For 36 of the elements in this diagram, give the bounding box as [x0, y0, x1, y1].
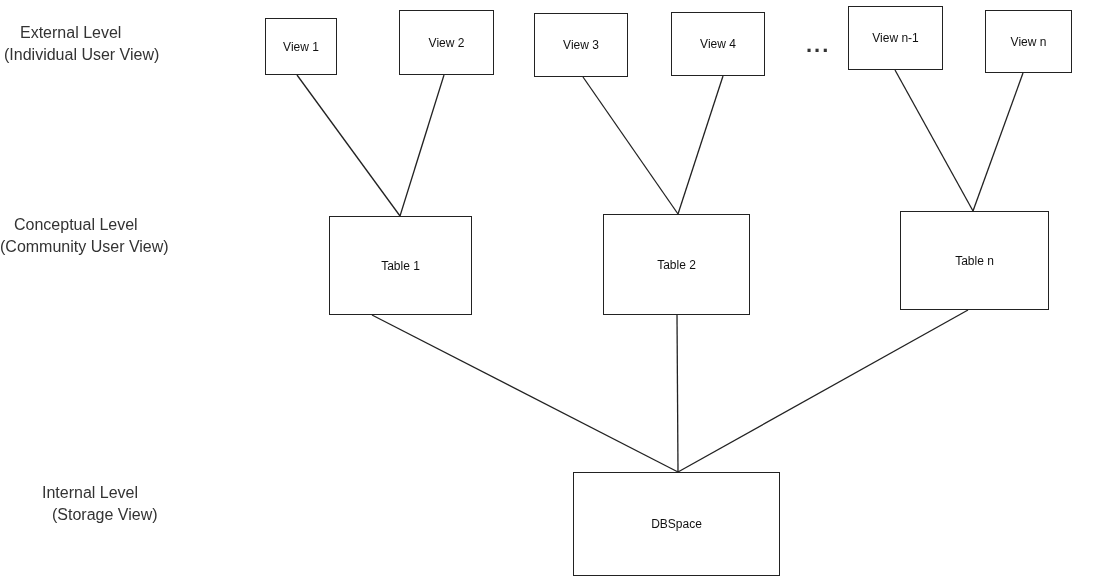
level-label: Internal Level: [42, 484, 139, 502]
node-label: Table n: [955, 253, 994, 268]
node-label: View 3: [563, 38, 599, 52]
table-box: [900, 211, 1049, 310]
view-box: [985, 10, 1072, 73]
node-label: DBSpace: [651, 517, 702, 531]
storage-box: [573, 472, 780, 576]
level-label: (Community User View): [0, 238, 169, 256]
node-label: View 2: [428, 35, 465, 50]
node-label: Table 2: [657, 257, 696, 272]
node-label: View 1: [283, 39, 319, 54]
connector-line: [676, 314, 679, 473]
connector-line: [677, 75, 724, 215]
level-label: (Individual User View): [4, 46, 160, 64]
view-box: [534, 13, 628, 77]
ellipsis: ...: [806, 32, 831, 58]
connector-line: [582, 76, 679, 215]
node-label: View 4: [700, 37, 736, 51]
table-box: [329, 216, 472, 315]
view-box: [265, 18, 337, 75]
level-label: External Level: [20, 24, 122, 42]
view-box: [671, 12, 765, 76]
view-box: [848, 6, 943, 70]
connector-line: [399, 74, 445, 217]
view-box: [399, 10, 494, 75]
table-box: [603, 214, 750, 315]
node-label: View n: [1010, 34, 1047, 49]
node-label: Table 1: [381, 258, 420, 273]
connector-line: [296, 74, 401, 217]
connector-line: [972, 72, 1024, 212]
level-label: (Storage View): [52, 506, 158, 524]
connector-line: [371, 314, 679, 473]
node-label: View n-1: [872, 31, 919, 45]
connector-line: [894, 69, 974, 212]
level-label: Conceptual Level: [14, 216, 138, 234]
connector-line: [677, 309, 969, 473]
